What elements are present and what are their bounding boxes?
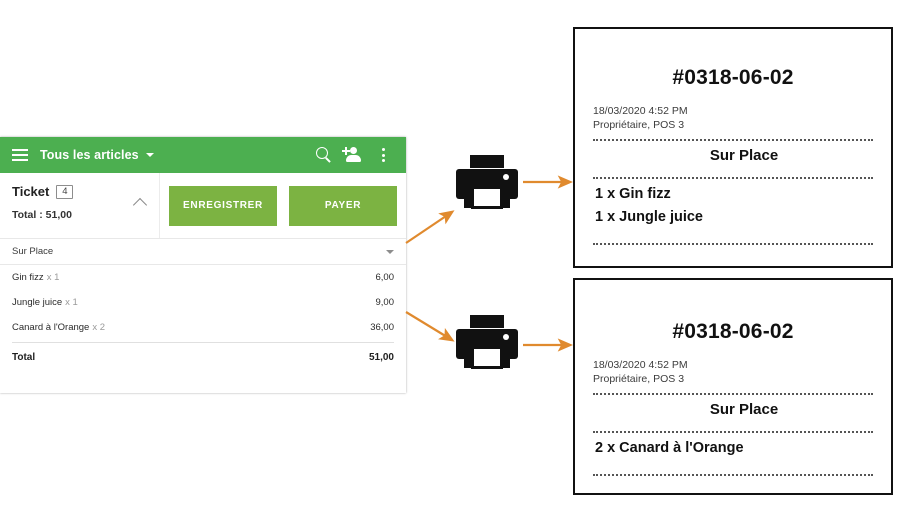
receipt-item-line: 2 x Canard à l'Orange (595, 440, 744, 456)
receipt-order-mode: Sur Place (709, 147, 779, 164)
receipt-card-1: #0318-06-02 18/03/2020 4:52 PM Propriéta… (573, 27, 893, 268)
order-total-value: 51,00 (368, 351, 394, 363)
receipt-number: #0318-06-02 (672, 320, 794, 343)
pos-panel: Tous les articles Ticket 4 Total : 51,00 (0, 137, 406, 393)
ticket-count-badge: 4 (56, 184, 74, 199)
receipt-divider (593, 393, 873, 395)
ticket-title-line: Ticket 4 (12, 184, 159, 199)
order-type-label: Sur Place (12, 246, 54, 257)
receipt-divider (593, 243, 873, 245)
chevron-down-icon[interactable] (145, 153, 154, 157)
receipt-operator: Propriétaire, POS 3 (593, 373, 685, 385)
pay-button[interactable]: PAYER (289, 185, 397, 226)
search-icon[interactable] (312, 144, 334, 166)
order-total-label: Total (12, 351, 36, 363)
receipt-divider (593, 139, 873, 141)
total-divider (12, 342, 394, 343)
order-item-name: Canard à l'Orange (12, 322, 90, 333)
receipt-item-line: 1 x Gin fizz (595, 186, 671, 202)
ticket-total: Total : 51,00 (12, 209, 159, 221)
ticket-label: Ticket (12, 184, 50, 199)
receipt-number: #0318-06-02 (672, 66, 794, 89)
save-button[interactable]: ENREGISTRER (169, 185, 277, 226)
arrow-pos-to-printer-top (405, 210, 455, 244)
receipt-divider (593, 431, 873, 433)
receipt-card-2: #0318-06-02 18/03/2020 4:52 PM Propriéta… (573, 278, 893, 495)
receipt-operator: Propriétaire, POS 3 (593, 119, 685, 131)
receipt-items: 1 x Gin fizz 1 x Jungle juice (593, 179, 873, 236)
order-item-price: 6,00 (375, 272, 395, 283)
order-item-qty: x 2 (92, 322, 106, 333)
receipt-item-line: 1 x Jungle juice (595, 209, 703, 225)
app-title: Tous les articles (40, 148, 139, 162)
order-item-price: 36,00 (370, 322, 394, 333)
hamburger-icon[interactable] (12, 149, 28, 161)
receipt-divider (593, 474, 873, 476)
receipt-datetime: 18/03/2020 4:52 PM (593, 105, 688, 117)
order-item-price: 9,00 (375, 297, 395, 308)
order-type-selector[interactable]: Sur Place (0, 239, 406, 265)
printer-icon-top (456, 155, 518, 215)
arrow-pos-to-printer-bottom (405, 311, 455, 342)
order-total-row: Total 51,00 (0, 343, 406, 371)
ticket-summary-row: Ticket 4 Total : 51,00 ENREGISTRER PAYER (0, 173, 406, 239)
order-item-name: Jungle juice (12, 297, 63, 308)
order-item-name: Gin fizz (12, 272, 44, 283)
receipt-meta: 18/03/2020 4:52 PM Propriétaire, POS 3 (593, 104, 873, 132)
ticket-actions: ENREGISTRER PAYER (160, 173, 406, 238)
kebab-menu-icon[interactable] (372, 144, 394, 166)
receipt-datetime: 18/03/2020 4:52 PM (593, 359, 688, 371)
receipt-order-mode: Sur Place (709, 401, 779, 418)
receipt-meta: 18/03/2020 4:52 PM Propriétaire, POS 3 (593, 358, 873, 386)
order-item-qty: x 1 (65, 297, 78, 308)
chevron-down-icon[interactable] (386, 249, 394, 254)
ticket-total-value: 51,00 (45, 209, 72, 221)
ticket-total-label: Total : (12, 209, 43, 221)
person-add-icon[interactable] (342, 144, 364, 166)
printer-icon-bottom (456, 315, 518, 375)
order-item-qty: x 1 (46, 272, 60, 283)
app-bar: Tous les articles (0, 137, 406, 173)
receipt-items: 2 x Canard à l'Orange (593, 433, 873, 467)
receipt-divider (593, 177, 873, 179)
ticket-summary: Ticket 4 Total : 51,00 (0, 173, 160, 238)
